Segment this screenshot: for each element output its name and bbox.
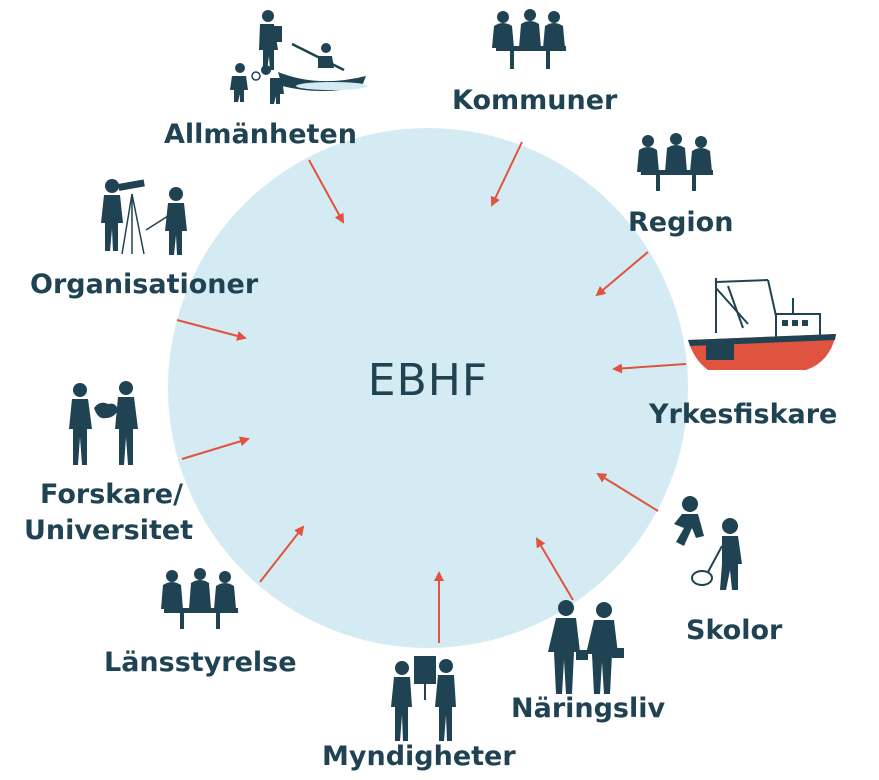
label-forskare-line2: Universitet [24,515,194,546]
label-region: Region [628,207,734,238]
arrow-kommuner [490,141,523,207]
arrow-organisationer [176,319,247,341]
presentation-board-icon [391,656,456,741]
label-lansstyrelse: Länsstyrelse [104,647,297,678]
ebhf-circle [168,128,688,648]
meeting-people-icon [492,9,566,69]
arrow-skolor [596,472,659,512]
center-label: EBHF [367,355,489,406]
arrow-forskare [181,436,250,460]
label-myndigheter: Myndigheter [322,741,516,772]
label-forskare-line1: Forskare/ [40,479,183,510]
label-yrkesfiskare: Yrkesfiskare [649,399,838,430]
outdoor-recreation-icon [230,10,368,104]
meeting-people-icon [161,568,238,629]
label-naringsliv: Näringsliv [511,693,666,724]
researchers-icon [69,381,138,465]
label-kommuner: Kommuner [452,85,618,116]
label-allmanheten: Allmänheten [164,119,357,150]
label-skolor: Skolor [686,615,783,646]
telescope-observer-icon [101,179,187,255]
fishing-boat-icon [688,278,836,370]
arrow-allmanheten [308,159,344,224]
arrow-lansstyrelse [259,525,305,583]
label-organisationer: Organisationer [30,269,259,300]
children-net-icon [674,496,742,590]
business-people-icon [548,600,624,694]
meeting-people-icon [637,133,713,191]
arrow-yrkesfiskare [612,363,687,374]
arrow-region [595,251,649,297]
arrow-naringsliv [535,537,574,601]
